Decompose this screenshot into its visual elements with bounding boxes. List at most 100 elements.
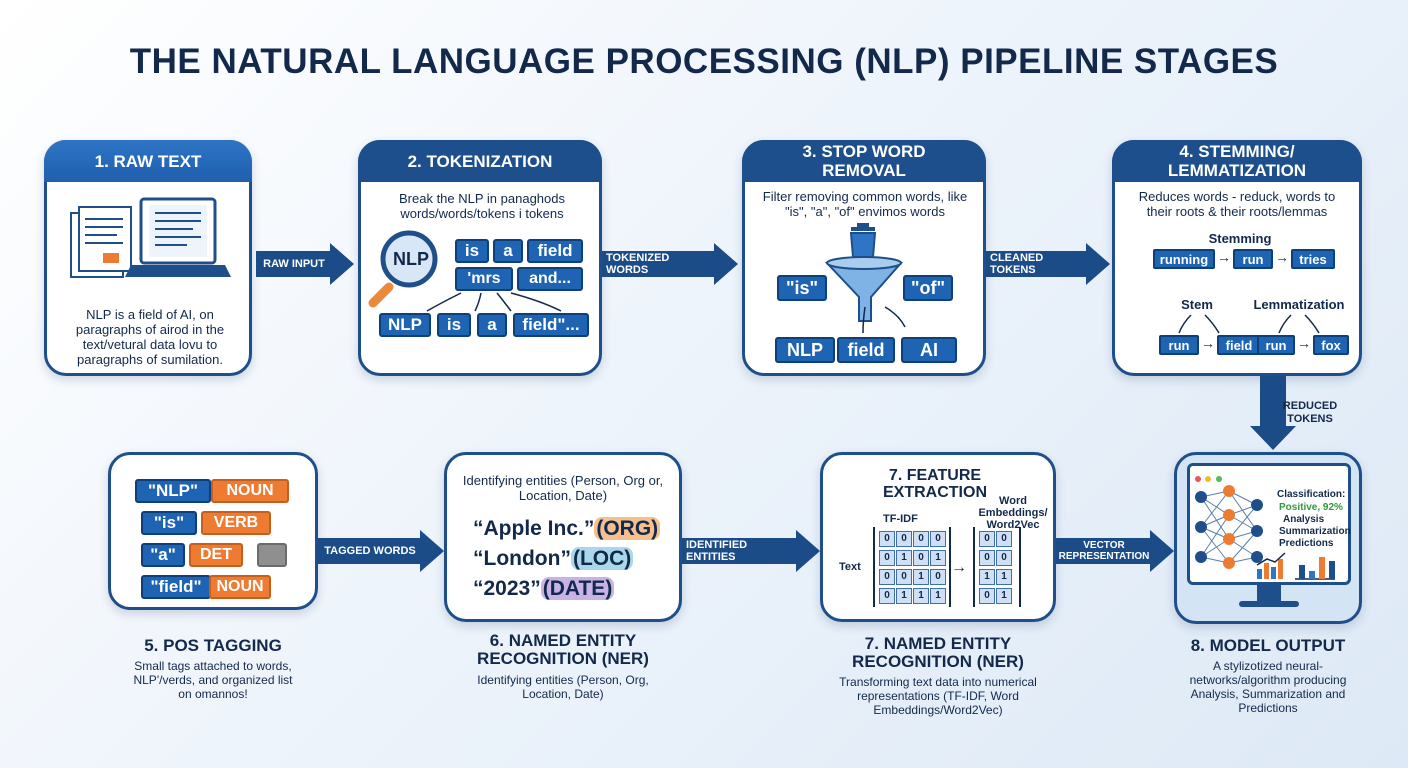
matrix-cell: 0 <box>996 550 1012 566</box>
token-chip: and... <box>517 267 583 291</box>
entity-tag-loc: (LOC) <box>570 547 634 570</box>
matrix-cell: 0 <box>896 531 912 547</box>
bar-chart-icon <box>1256 552 1335 580</box>
token-chip: field"... <box>513 313 589 337</box>
arrow-reduced-tokens <box>1250 376 1296 450</box>
stage4-text: Reduces words - reduck, words to their r… <box>1138 189 1336 219</box>
stem-chain-chip: tries <box>1291 249 1335 269</box>
stem-result-chip: run <box>1159 335 1199 355</box>
stage7-header: 7. FEATURE EXTRACTION <box>883 467 987 501</box>
text-label: Text <box>839 561 861 573</box>
pos-word-chip: "is" <box>141 511 197 535</box>
matrix-cell: 1 <box>979 569 995 585</box>
arrow-right-icon: → <box>1275 249 1289 265</box>
matrix-cell: 1 <box>896 550 912 566</box>
pos-word-chip: "field" <box>141 575 211 599</box>
tfidf-label: TF-IDF <box>883 513 918 525</box>
stage5-card: "NLP" NOUN "is" VERB "a" DET "field" NOU… <box>108 452 318 610</box>
matrix-cell: 0 <box>996 531 1012 547</box>
arrow-identified-entities: IDENTIFIED ENTITIES <box>682 530 820 572</box>
lens-label: NLP <box>393 249 429 269</box>
stem-result-chip: field <box>1217 335 1261 355</box>
pos-tag-chip: VERB <box>201 511 271 535</box>
stage2-header: 2. TOKENIZATION <box>358 140 602 182</box>
stage3-header: 3. STOP WORD REMOVAL <box>742 140 986 182</box>
token-chip: a <box>493 239 523 263</box>
arrow-right-icon: → <box>951 559 967 576</box>
monitor-stand <box>1257 585 1281 603</box>
w2v-bracket <box>973 527 1021 607</box>
stage3-card: 3. STOP WORD REMOVAL Filter removing com… <box>742 140 986 376</box>
token-chip: 'mrs <box>455 267 513 291</box>
w2v-label: Word Embeddings/ Word2Vec <box>978 495 1048 531</box>
matrix-cell: 1 <box>996 588 1012 604</box>
tfidf-bracket <box>873 527 951 607</box>
token-chip: is <box>437 313 471 337</box>
stage8-desc: A stylizotized neural-networks/algorithm… <box>1189 659 1347 715</box>
matrix-cell: 0 <box>979 531 995 547</box>
arrow-reduced-tokens-label: REDUCED TOKENS <box>1282 400 1338 425</box>
stage6-desc: Identifying entities (Person, Org, Locat… <box>477 673 649 701</box>
lemma-result-chip: fox <box>1313 335 1349 355</box>
arrow-right-icon: → <box>1297 335 1311 351</box>
matrix-cell: 1 <box>930 550 946 566</box>
matrix-cell: 0 <box>979 588 995 604</box>
split-arrows <box>426 292 562 312</box>
monitor-base <box>1239 601 1299 607</box>
page-title: THE NATURAL LANGUAGE PROCESSING (NLP) PI… <box>129 42 1279 81</box>
stage5-name: 5. POS TAGGING <box>144 636 282 655</box>
stage8-name: 8. MODEL OUTPUT <box>1190 636 1346 655</box>
kept-chip: AI <box>901 337 957 363</box>
entity-tag-date: (DATE) <box>540 577 615 600</box>
stage6-name: 6. NAMED ENTITY RECOGNITION (NER) <box>477 631 649 668</box>
matrix-cell: 1 <box>913 588 929 604</box>
classification-title: Classification: <box>1277 489 1346 500</box>
stage1-text: NLP is a field of AI, on paragraphs of a… <box>75 307 225 367</box>
pos-tag-chip: NOUN <box>211 479 289 503</box>
classification-value: Positive, 92% <box>1279 502 1343 513</box>
documents-laptop-icon <box>70 197 231 278</box>
entity-line: “London”(LOC) <box>473 547 634 570</box>
lemma-result-chip: run <box>1257 335 1295 355</box>
branch-arrows <box>1178 314 1320 334</box>
matrix-cell: 0 <box>879 588 895 604</box>
stem-label: Stem <box>1181 297 1213 312</box>
output-line-predictions: Predictions <box>1279 538 1334 549</box>
matrix-cell: 0 <box>879 569 895 585</box>
pos-tag-chip: NOUN <box>209 575 271 599</box>
token-chip: field <box>527 239 583 263</box>
stage1-header: 1. RAW TEXT <box>44 140 252 182</box>
stopword-chip: "is" <box>777 275 827 301</box>
arrow-right-icon: → <box>1201 335 1215 351</box>
stage6-card-text: Identifying entities (Person, Org or, Lo… <box>462 473 664 503</box>
output-line-analysis: Analysis <box>1283 514 1325 525</box>
funnel-trash-icon <box>824 223 904 322</box>
matrix-cell: 0 <box>930 531 946 547</box>
matrix-cell: 0 <box>879 550 895 566</box>
token-chip: NLP <box>379 313 431 337</box>
stage2-card: 2. TOKENIZATION Break the NLP in panagho… <box>358 140 602 376</box>
token-chip: is <box>455 239 489 263</box>
stage5-desc: Small tags attached to words, NLP'/verds… <box>133 659 293 701</box>
stage1-card: 1. RAW TEXT NLP is a field of AI, on par… <box>44 140 252 376</box>
arrow-tagged-words: TAGGED WORDS <box>318 530 444 572</box>
stage2-text: Break the NLP in panaghods words/words/t… <box>399 191 565 221</box>
pos-word-chip: "a" <box>141 543 185 567</box>
stage3-text: Filter removing common words, like "is",… <box>762 189 968 219</box>
pos-word-chip: "NLP" <box>135 479 211 503</box>
token-chip: a <box>477 313 507 337</box>
matrix-cell: 1 <box>896 588 912 604</box>
arrow-cleaned-tokens: CLEANED TOKENS <box>986 243 1110 285</box>
matrix-cell: 0 <box>930 569 946 585</box>
kept-chip: NLP <box>775 337 835 363</box>
stage4-header: 4. STEMMING/ LEMMATIZATION <box>1112 140 1362 182</box>
entity-line: “2023”(DATE) <box>473 577 615 600</box>
neural-network-icon <box>1195 485 1263 569</box>
matrix-cell: 1 <box>930 588 946 604</box>
magnifier-icon <box>368 230 438 308</box>
output-line-summarization: Summarization <box>1279 526 1351 537</box>
stem-chain-chip: run <box>1233 249 1273 269</box>
output-arrows <box>862 306 906 334</box>
arrow-vector-representation: VECTOR REPRESENTATION <box>1056 530 1174 572</box>
